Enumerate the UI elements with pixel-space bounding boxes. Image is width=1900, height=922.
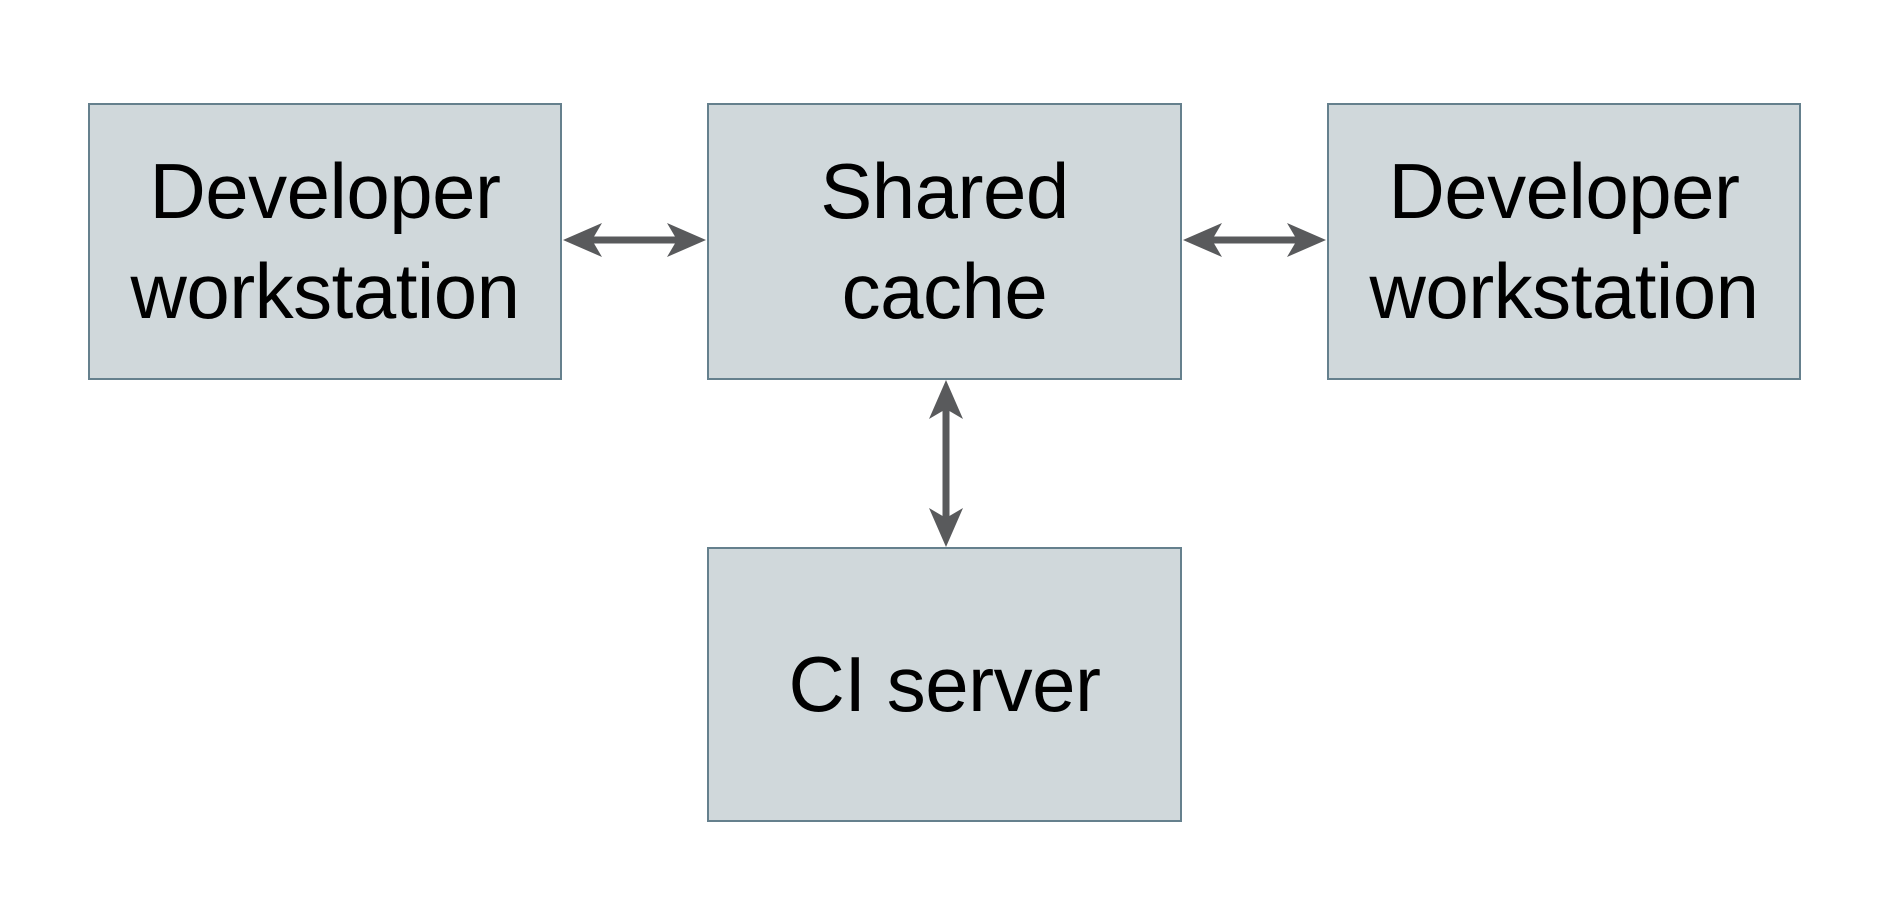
arrowhead-left-icon [1183, 223, 1222, 257]
double-arrow-cache-ci-server [929, 380, 963, 547]
node-ci-server: CI server [707, 547, 1182, 822]
node-developer-workstation-right: Developer workstation [1327, 103, 1801, 380]
node-label: Developer workstation [1369, 147, 1760, 335]
double-arrow-cache-right-workstation [1183, 223, 1326, 257]
arrowhead-down-icon [929, 508, 963, 547]
double-arrow-left-workstation-cache [563, 223, 706, 257]
node-label: CI server [788, 639, 1101, 728]
arrow-stem [590, 236, 679, 244]
arrowhead-up-icon [929, 380, 963, 419]
arrow-stem [1210, 236, 1299, 244]
node-label: Shared cache [820, 147, 1069, 335]
node-label: Developer workstation [130, 147, 521, 335]
arrowhead-left-icon [563, 223, 602, 257]
node-shared-cache: Shared cache [707, 103, 1182, 380]
node-developer-workstation-left: Developer workstation [88, 103, 562, 380]
arrowhead-right-icon [667, 223, 706, 257]
arrow-stem [942, 407, 950, 520]
arrowhead-right-icon [1287, 223, 1326, 257]
